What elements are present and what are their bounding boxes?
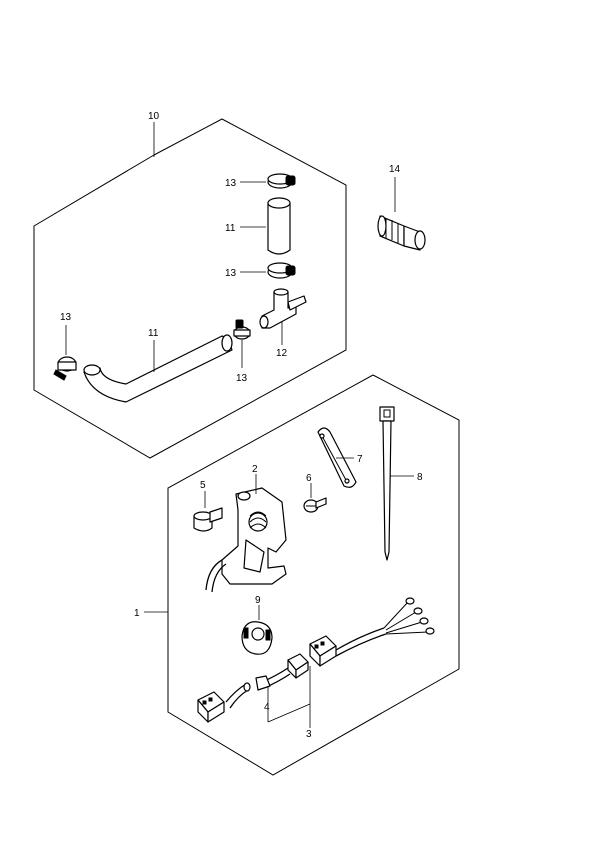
callout-11-upper: 11 <box>225 223 236 234</box>
hose-short <box>240 197 291 255</box>
screw-6 <box>303 483 327 513</box>
hose-clamp-bottom <box>233 319 251 368</box>
callout-13-bottom: 13 <box>236 373 248 384</box>
callout-5: 5 <box>200 480 206 491</box>
callout-1: 1 <box>134 608 140 619</box>
callout-6: 6 <box>306 473 312 484</box>
wire-harness-3 <box>255 597 435 728</box>
callout-14: 14 <box>389 164 401 175</box>
callout-4: 4 <box>264 702 270 713</box>
callout-9: 9 <box>255 595 261 606</box>
bolt-5 <box>193 491 223 532</box>
callout-12: 12 <box>276 348 288 359</box>
group-outline-1 <box>144 374 460 776</box>
hose-clamp-top <box>240 173 296 189</box>
hose-long <box>83 334 233 403</box>
callout-2: 2 <box>252 464 258 475</box>
hose-clamp-left <box>53 325 77 381</box>
callout-13-mid: 13 <box>225 268 237 279</box>
hose-clamp-mid <box>240 262 296 279</box>
fitting-14 <box>377 177 426 251</box>
wire-lead-4 <box>197 682 311 723</box>
callout-3: 3 <box>306 729 312 740</box>
group-outline-10 <box>33 118 347 459</box>
callout-13-left: 13 <box>60 312 72 323</box>
grommet-9 <box>241 605 273 655</box>
t-joint <box>259 288 307 345</box>
callout-10: 10 <box>148 111 160 122</box>
callout-8: 8 <box>417 472 423 483</box>
callout-11-lower: 11 <box>148 328 159 339</box>
callout-13-top: 13 <box>225 178 237 189</box>
switch-bracket <box>205 474 287 593</box>
plate-7 <box>317 427 357 488</box>
callout-7: 7 <box>357 454 363 465</box>
cable-tie-8 <box>379 406 414 561</box>
